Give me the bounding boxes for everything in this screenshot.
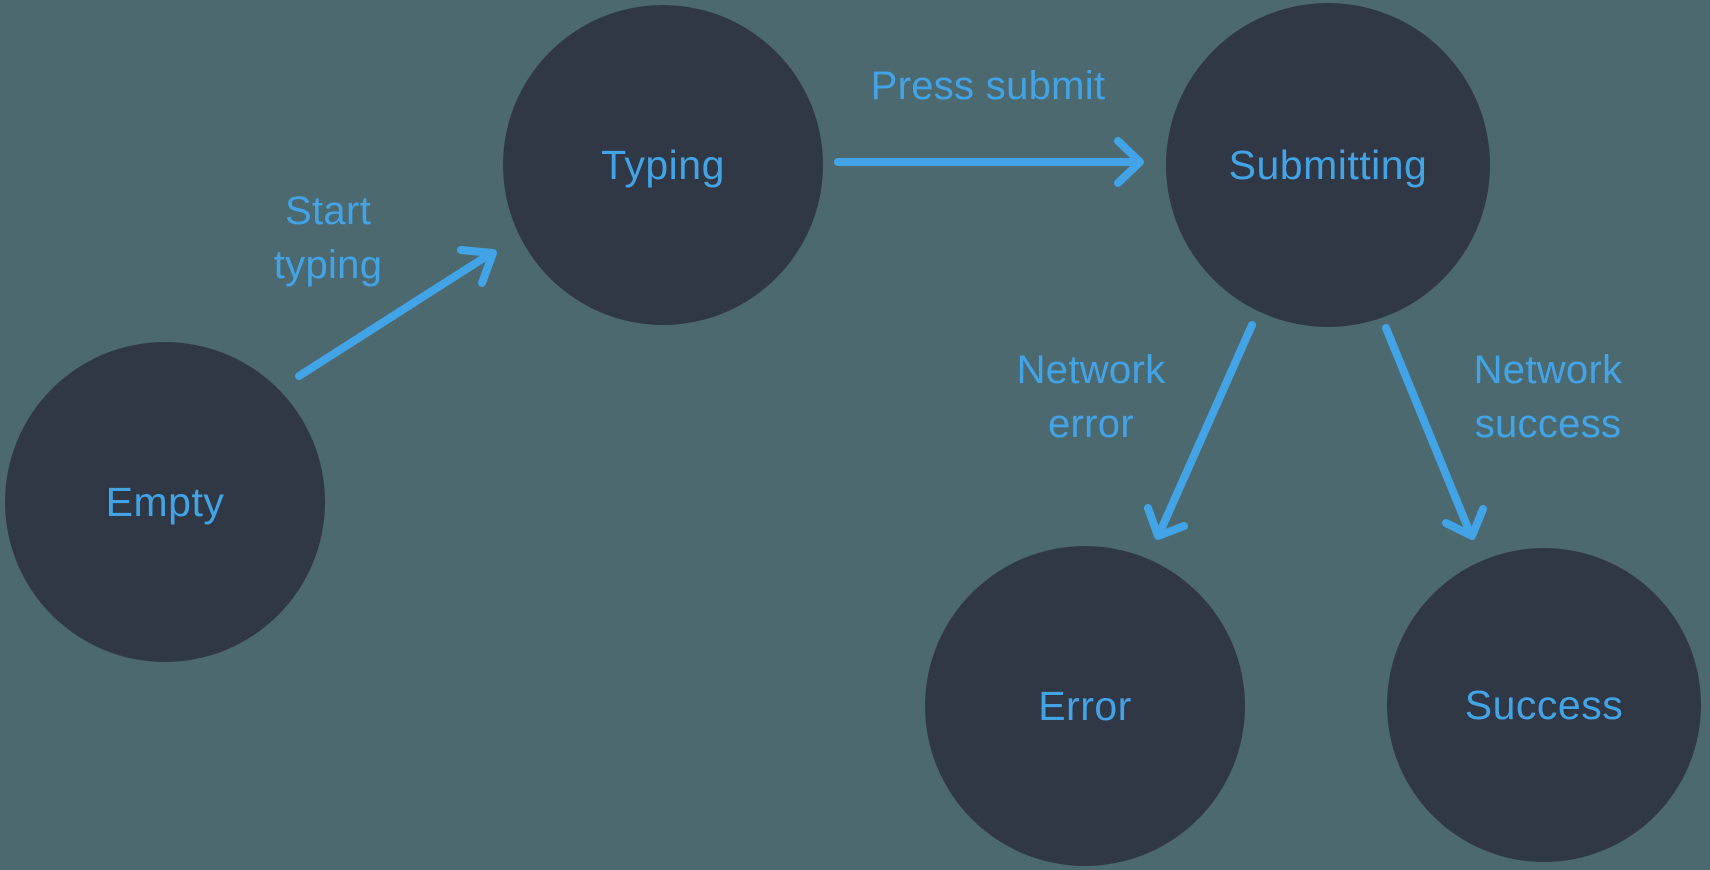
state-node-success: Success [1387, 548, 1701, 862]
state-label-typing: Typing [601, 141, 725, 188]
edge-label-network-error: Network error [1016, 348, 1166, 446]
arrow-line [1382, 324, 1474, 537]
edge-label-start-typing: Start typing [273, 189, 383, 287]
edge-label-press-submit: Press submit [870, 64, 1106, 108]
arrow-head-icon [1442, 505, 1487, 540]
state-node-empty: Empty [5, 342, 325, 662]
arrow-start-typing [295, 246, 497, 380]
arrow-head-icon [1144, 504, 1188, 540]
arrow-network-success [1382, 324, 1487, 540]
arrow-line [295, 250, 494, 380]
state-node-submitting: Submitting [1166, 3, 1490, 327]
edge-label-network-success: Network success [1473, 348, 1623, 446]
state-node-typing: Typing [503, 5, 823, 325]
arrow-network-error [1144, 321, 1256, 540]
state-label-submitting: Submitting [1228, 141, 1428, 188]
state-node-error: Error [925, 546, 1245, 866]
arrow-head-icon [1114, 137, 1144, 187]
arrow-head-icon [457, 246, 497, 287]
arrow-line [1156, 321, 1256, 536]
state-label-error: Error [1038, 682, 1132, 729]
state-label-empty: Empty [105, 478, 225, 525]
state-label-success: Success [1464, 681, 1624, 728]
arrow-press-submit [834, 137, 1144, 187]
